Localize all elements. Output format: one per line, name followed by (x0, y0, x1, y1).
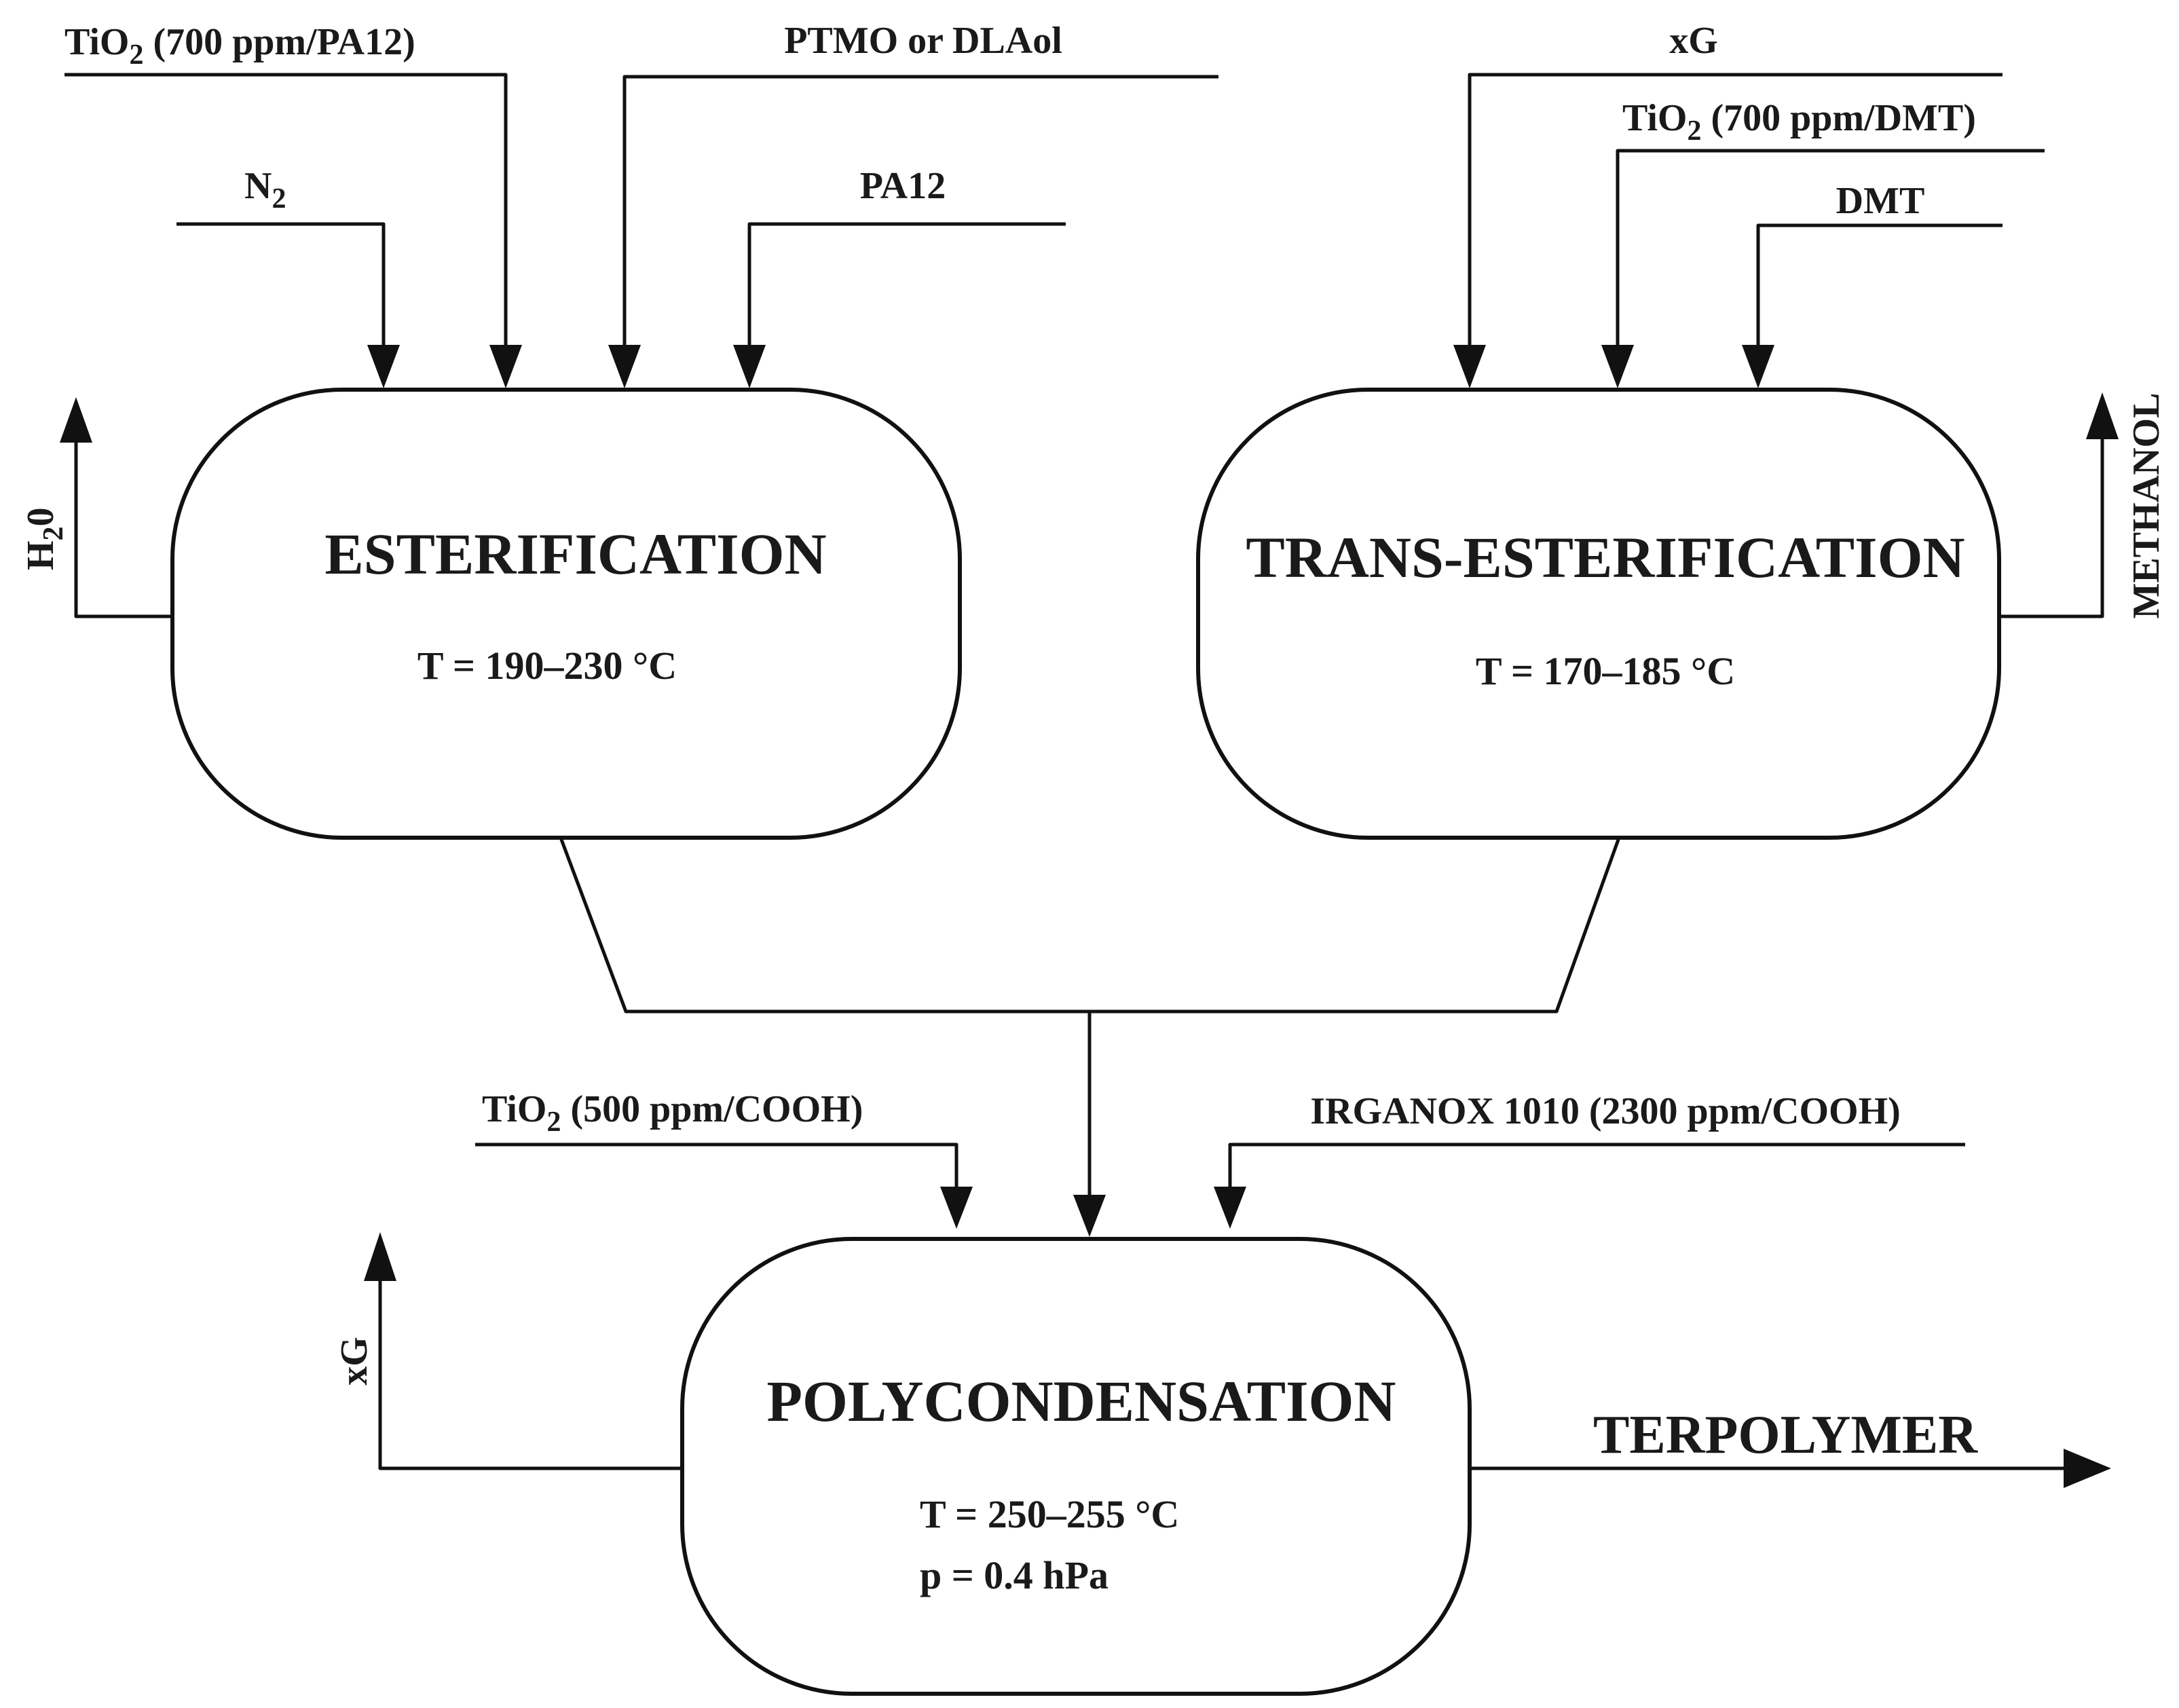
polycondensation-temperature: T = 250–255 °C (920, 1492, 1179, 1536)
tio2-pa12-feed-line (64, 73, 522, 388)
polycondensation-pressure: p = 0.4 hPa (920, 1553, 1109, 1597)
terpolymer-label: TERPOLYMER (1593, 1405, 1978, 1465)
ptmo-dlaol-feed-line (608, 75, 1218, 388)
n2-feed-line (176, 222, 400, 388)
trans-esterification-title: TRANS-ESTERIFICATION (1246, 525, 1964, 590)
dmt-feed-line (1742, 223, 2003, 388)
esterification-title: ESTERIFICATION (324, 521, 826, 587)
tio2-dmt-feed-line (1601, 149, 2045, 388)
tio2-dmt-label: TiO2 (700 ppm/DMT) (1622, 97, 1976, 147)
irganox-feed-line (1214, 1143, 1965, 1229)
esterification-reactor (170, 388, 962, 840)
h2o-outlet-line (60, 397, 172, 618)
dmt-label: DMT (1836, 180, 1925, 222)
pa12-feed-line (733, 222, 1066, 388)
terpolymer-product-line (1470, 1449, 2111, 1488)
tio2-cooh-label: TiO2 (500 ppm/COOH) (482, 1088, 863, 1138)
tio2-pa12-label: TiO2 (700 ppm/PA12) (64, 21, 415, 71)
xg-outlet-label: xG (333, 1337, 375, 1386)
xg-feed-label: xG (1669, 20, 1718, 62)
xg-outlet-line (364, 1232, 682, 1470)
methanol-label: METHANOL (2125, 393, 2167, 619)
polycondensation-reactor (680, 1237, 1472, 1696)
trans-esterification-reactor (1196, 388, 2001, 840)
xg-feed-line (1453, 73, 2003, 388)
ptmo-dlaol-label: PTMO or DLAol (784, 20, 1062, 62)
n2-label: N2 (244, 165, 286, 215)
tio2-cooh-feed-line (475, 1143, 973, 1229)
methanol-outlet-line (1999, 392, 2119, 618)
trans-esterification-temperature: T = 170–185 °C (1476, 649, 1735, 693)
h2o-label: H20 (20, 507, 69, 570)
merge-funnel (559, 837, 1621, 1237)
esterification-temperature: T = 190–230 °C (417, 644, 677, 688)
pa12-label: PA12 (860, 165, 946, 207)
polycondensation-title: POLYCONDENSATION (766, 1369, 1396, 1434)
irganox-label: IRGANOX 1010 (2300 ppm/COOH) (1310, 1090, 1901, 1132)
